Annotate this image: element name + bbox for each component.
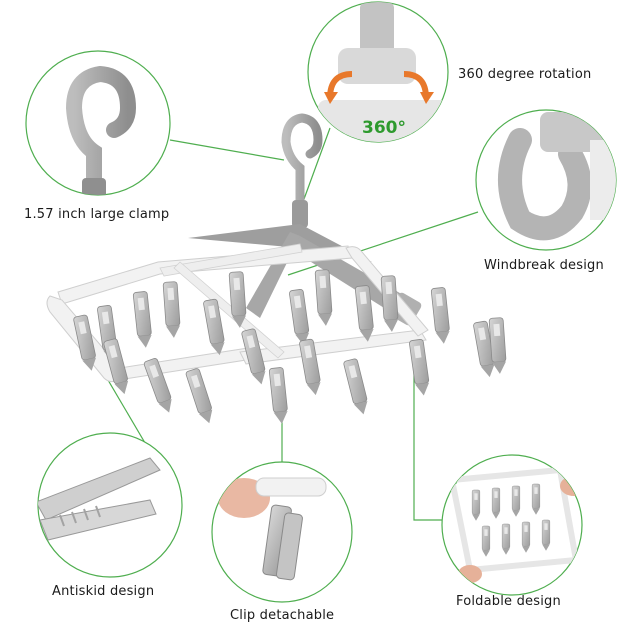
detachable-detail [211,461,353,603]
foldable-label: Foldable design [456,594,561,609]
windbreak-label: Windbreak design [484,258,604,273]
rotation-detail [307,1,449,143]
hanger-main [46,113,508,426]
windbreak-detail [475,109,617,251]
clamp-detail [25,50,171,196]
rotation-label: 360 degree rotation [458,67,592,82]
foldable-detail [441,454,583,596]
antiskid-detail [37,432,183,578]
leader-lines [107,127,479,521]
antiskid-label: Antiskid design [52,584,155,599]
rotation-badge: 360° [362,118,406,138]
detachable-label: Clip detachable [230,608,335,623]
clamp-label: 1.57 inch large clamp [24,207,170,222]
